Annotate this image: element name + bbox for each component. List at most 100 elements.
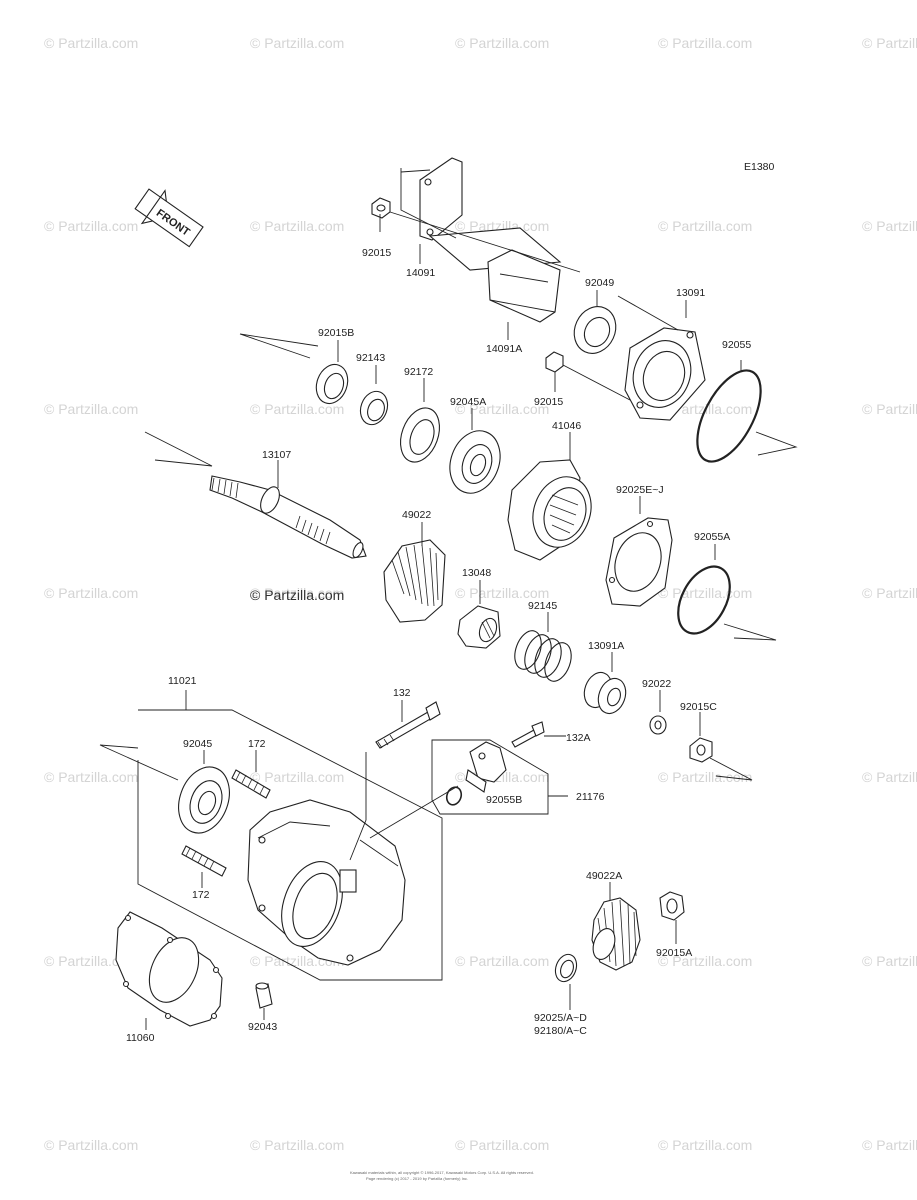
gasket-11060	[115, 911, 223, 1027]
label-132[interactable]: 132	[393, 687, 411, 699]
watermark-text: © Partzilla.com	[250, 769, 344, 785]
watermark-text: © Partzilla.com	[862, 401, 917, 417]
label-92015C[interactable]: 92015C	[680, 701, 717, 713]
label-41046[interactable]: 41046	[552, 420, 581, 432]
label-92180AC[interactable]: 92180/A~C	[534, 1025, 587, 1037]
watermark-text: © Partzilla.com	[455, 953, 549, 969]
label-92143[interactable]: 92143	[356, 352, 385, 364]
label-92043[interactable]: 92043	[248, 1021, 277, 1033]
stud-172-bottom	[181, 845, 227, 877]
watermark-text: © Partzilla.com	[658, 218, 752, 234]
label-92015-mid[interactable]: 92015	[534, 396, 563, 408]
watermark-text: © Partzilla.com	[44, 35, 138, 51]
watermark-text: © Partzilla.com	[455, 1137, 549, 1153]
label-13091A[interactable]: 13091A	[588, 640, 624, 652]
label-92055A[interactable]: 92055A	[694, 531, 730, 543]
label-13048[interactable]: 13048	[462, 567, 491, 579]
label-132A[interactable]: 132A	[566, 732, 591, 744]
brand-mark: © Partzilla.com	[250, 587, 344, 603]
watermark-text: © Partzilla.com	[658, 1137, 752, 1153]
label-92045[interactable]: 92045	[183, 738, 212, 750]
label-172-bottom[interactable]: 172	[192, 889, 210, 901]
part-labels: 14091 92015 92049 13091 14091A 92015B 92…	[126, 247, 751, 1044]
watermark-text: © Partzilla.com	[862, 1137, 917, 1153]
label-92145[interactable]: 92145	[528, 600, 557, 612]
sensor-21176	[465, 741, 507, 793]
label-11060[interactable]: 11060	[126, 1032, 155, 1044]
watermark-text: © Partzilla.com	[455, 35, 549, 51]
watermark-text: © Partzilla.com	[862, 35, 917, 51]
housing-41046	[507, 459, 592, 561]
seal-92049	[573, 306, 617, 354]
nut-92015-mid	[545, 351, 564, 373]
bolt-132A	[511, 721, 545, 748]
watermark-text: © Partzilla.com	[250, 1137, 344, 1153]
watermark-text: © Partzilla.com	[250, 585, 344, 601]
seal-92015B	[315, 363, 349, 405]
housing-13091	[624, 327, 706, 421]
watermark-text: © Partzilla.com	[44, 769, 138, 785]
bolt-132	[375, 701, 441, 749]
washer-92022	[649, 715, 667, 735]
watermark-text: © Partzilla.com	[250, 218, 344, 234]
label-14091[interactable]: 14091	[406, 267, 435, 279]
label-92015B[interactable]: 92015B	[318, 327, 354, 339]
bevel-gear-49022	[383, 539, 446, 623]
watermark-text: © Partzilla.com	[862, 218, 917, 234]
watermark-text: © Partzilla.com	[44, 218, 138, 234]
watermark-text: © Partzilla.com	[658, 585, 752, 601]
spring-92145	[514, 630, 572, 682]
nut-92015C	[689, 737, 713, 763]
label-13091[interactable]: 13091	[676, 287, 705, 299]
label-49022A[interactable]: 49022A	[586, 870, 622, 882]
label-13107[interactable]: 13107	[262, 449, 291, 461]
part-13048	[457, 605, 501, 649]
watermark-text: © Partzilla.com	[862, 953, 917, 969]
bracket-14091	[419, 157, 562, 323]
gasket-92025EJ	[605, 517, 673, 607]
label-21176[interactable]: 21176	[576, 791, 605, 803]
label-92015-top[interactable]: 92015	[362, 247, 391, 259]
label-92055B[interactable]: 92055B	[486, 794, 522, 806]
collar-92143	[359, 390, 389, 426]
shaft-13107	[209, 475, 367, 559]
label-11021[interactable]: 11021	[168, 675, 197, 687]
watermark-text: © Partzilla.com	[44, 953, 138, 969]
watermark-text: © Partzilla.com	[250, 35, 344, 51]
label-92055[interactable]: 92055	[722, 339, 751, 351]
footer-line-1: Kawasaki materials within, all copyright…	[350, 1170, 534, 1175]
svg-text:© Partzilla.com: © Partzilla.com	[250, 587, 344, 603]
watermark-text: © Partzilla.com	[862, 585, 917, 601]
label-92025EJ[interactable]: 92025E~J	[616, 484, 664, 496]
oring-92055B	[445, 786, 463, 806]
label-92045A[interactable]: 92045A	[450, 396, 486, 408]
label-92049[interactable]: 92049	[585, 277, 614, 289]
label-92025AD[interactable]: 92025/A~D	[534, 1012, 587, 1024]
watermark-text: © Partzilla.com	[455, 401, 549, 417]
gear-49022A	[591, 897, 641, 971]
collar-13091A	[583, 671, 627, 715]
pin-92043	[255, 982, 273, 1009]
watermark-text: © Partzilla.com	[44, 401, 138, 417]
label-92022[interactable]: 92022	[642, 678, 671, 690]
shim-92172	[400, 407, 440, 463]
shim-92025	[554, 953, 578, 983]
label-49022[interactable]: 49022	[402, 509, 431, 521]
watermark-text: © Partzilla.com	[44, 1137, 138, 1153]
watermark-text: © Partzilla.com	[44, 585, 138, 601]
label-92172[interactable]: 92172	[404, 366, 433, 378]
watermark-text: © Partzilla.com	[658, 769, 752, 785]
nut-92015A	[659, 891, 685, 921]
label-92015A[interactable]: 92015A	[656, 947, 692, 959]
nut-92015-top	[371, 197, 391, 219]
bearing-92045	[178, 766, 230, 834]
label-14091A[interactable]: 14091A	[486, 343, 522, 355]
stud-172-top	[231, 769, 271, 799]
watermark-text: © Partzilla.com	[862, 769, 917, 785]
watermark-text: © Partzilla.com	[455, 585, 549, 601]
label-172-top[interactable]: 172	[248, 738, 266, 750]
bearing-92045A	[449, 430, 501, 494]
front-arrow-icon: FRONT	[134, 188, 204, 248]
watermark-text: © Partzilla.com	[250, 401, 344, 417]
